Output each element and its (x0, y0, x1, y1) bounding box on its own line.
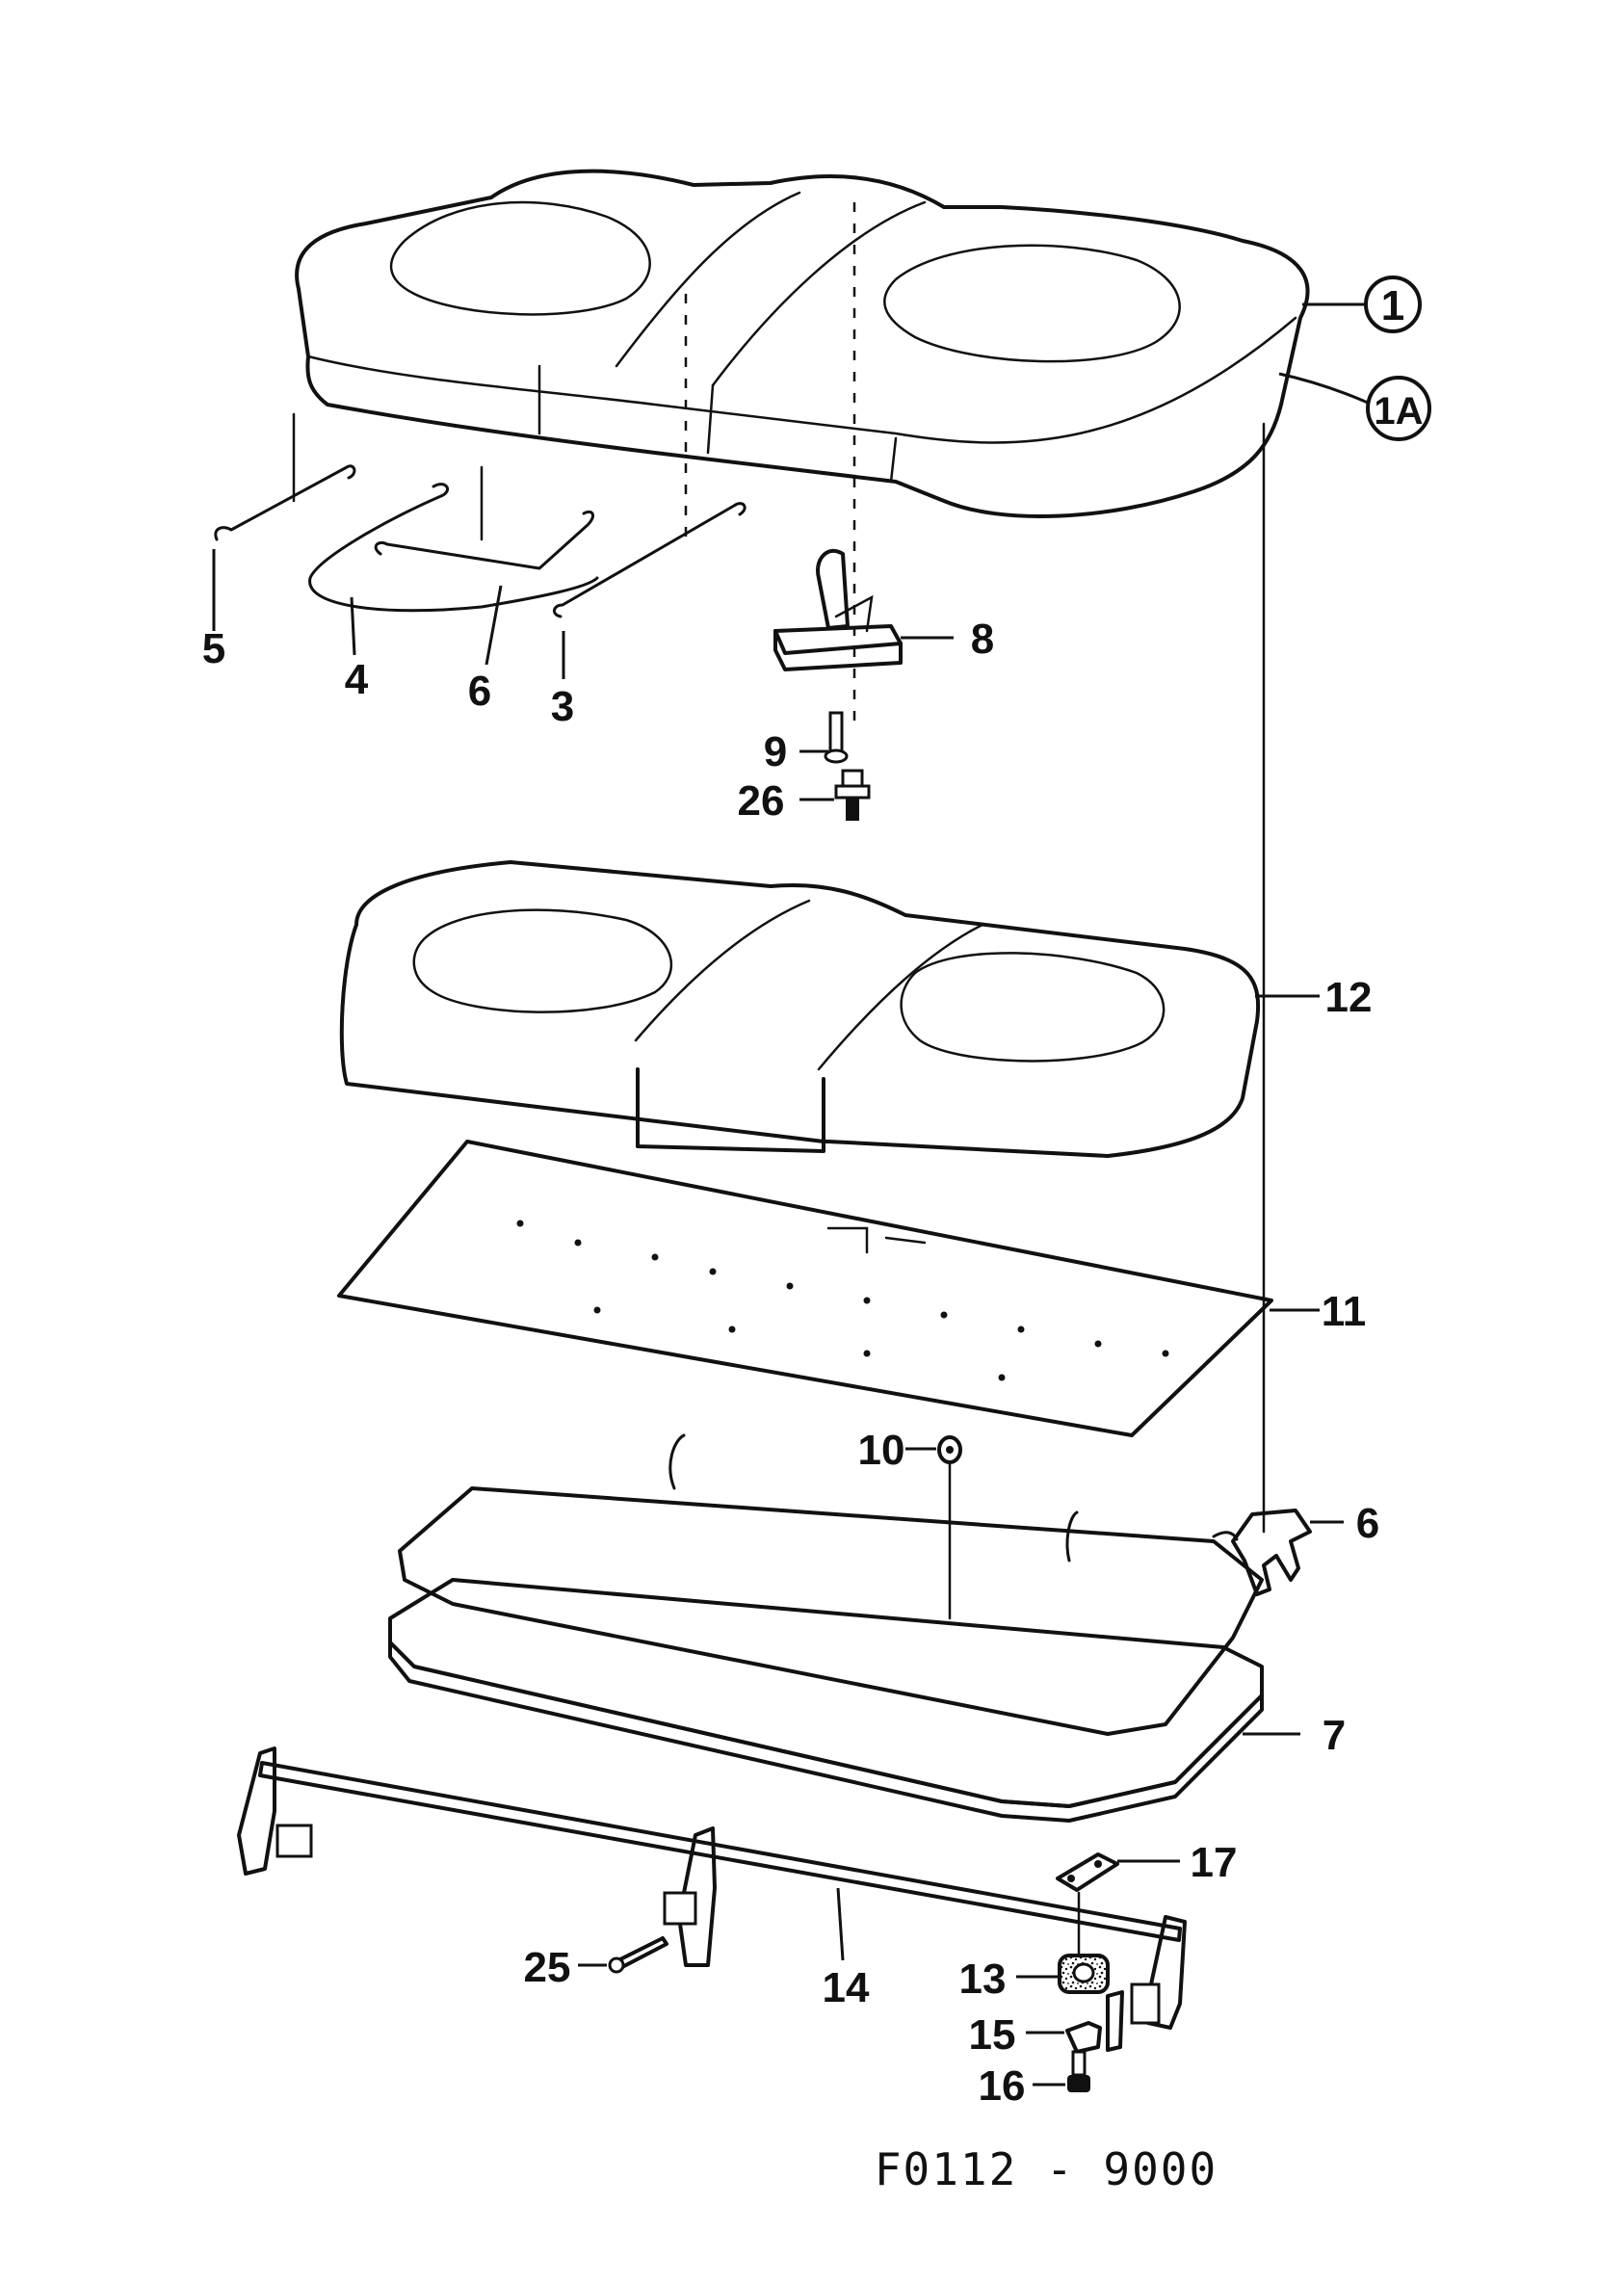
label-10: 10 (858, 1427, 905, 1474)
frame-rail-14 (237, 1746, 1187, 2030)
wire-2 (553, 502, 747, 618)
felt-sheet-11 (337, 1140, 1273, 1437)
label-11: 11 (1322, 1288, 1367, 1335)
label-3: 4 (345, 656, 369, 703)
label-26: 26 (738, 777, 785, 825)
latch-bracket-8 (773, 548, 903, 671)
screw-25 (608, 1936, 668, 1974)
svg-text:1: 1 (1381, 282, 1404, 329)
label-16: 16 (979, 2062, 1026, 2110)
plate-17 (1056, 1852, 1119, 1892)
label-17: 17 (1191, 1839, 1238, 1886)
label-9: 9 (764, 728, 787, 775)
svg-text:1A: 1A (1374, 390, 1423, 433)
screw-9 (824, 711, 849, 764)
foam-pad-12 (339, 860, 1261, 1158)
drawing-code: F0112 - 9000 (875, 2143, 1218, 2195)
label-15: 15 (969, 2011, 1016, 2059)
spring-frame-7 (388, 1433, 1264, 1823)
bolt-26 (834, 769, 871, 821)
callout-1: 1 (1364, 276, 1422, 333)
bushing-13 (1058, 1954, 1110, 1994)
label-25: 25 (524, 1944, 571, 1991)
hook-6 (1212, 1509, 1312, 1596)
wire-4 (214, 464, 356, 541)
wire-5 (374, 510, 594, 570)
label-12: 12 (1325, 974, 1373, 1021)
wire-3 (308, 483, 599, 613)
label-2: 3 (551, 683, 574, 730)
seat-cover-cushion (295, 169, 1310, 518)
label-14: 14 (823, 1964, 870, 2011)
callout-1a: 1A (1366, 376, 1431, 441)
bolt-16 (1067, 2050, 1090, 2092)
label-7: 7 (1323, 1712, 1346, 1759)
label-4: 5 (202, 625, 225, 672)
label-5: 6 (468, 668, 491, 715)
clip-10 (937, 1435, 962, 1620)
label-6: 6 (1356, 1500, 1379, 1547)
clamp-15 (1065, 1990, 1124, 2054)
label-13: 13 (959, 1956, 1007, 2003)
label-8: 8 (971, 616, 994, 663)
